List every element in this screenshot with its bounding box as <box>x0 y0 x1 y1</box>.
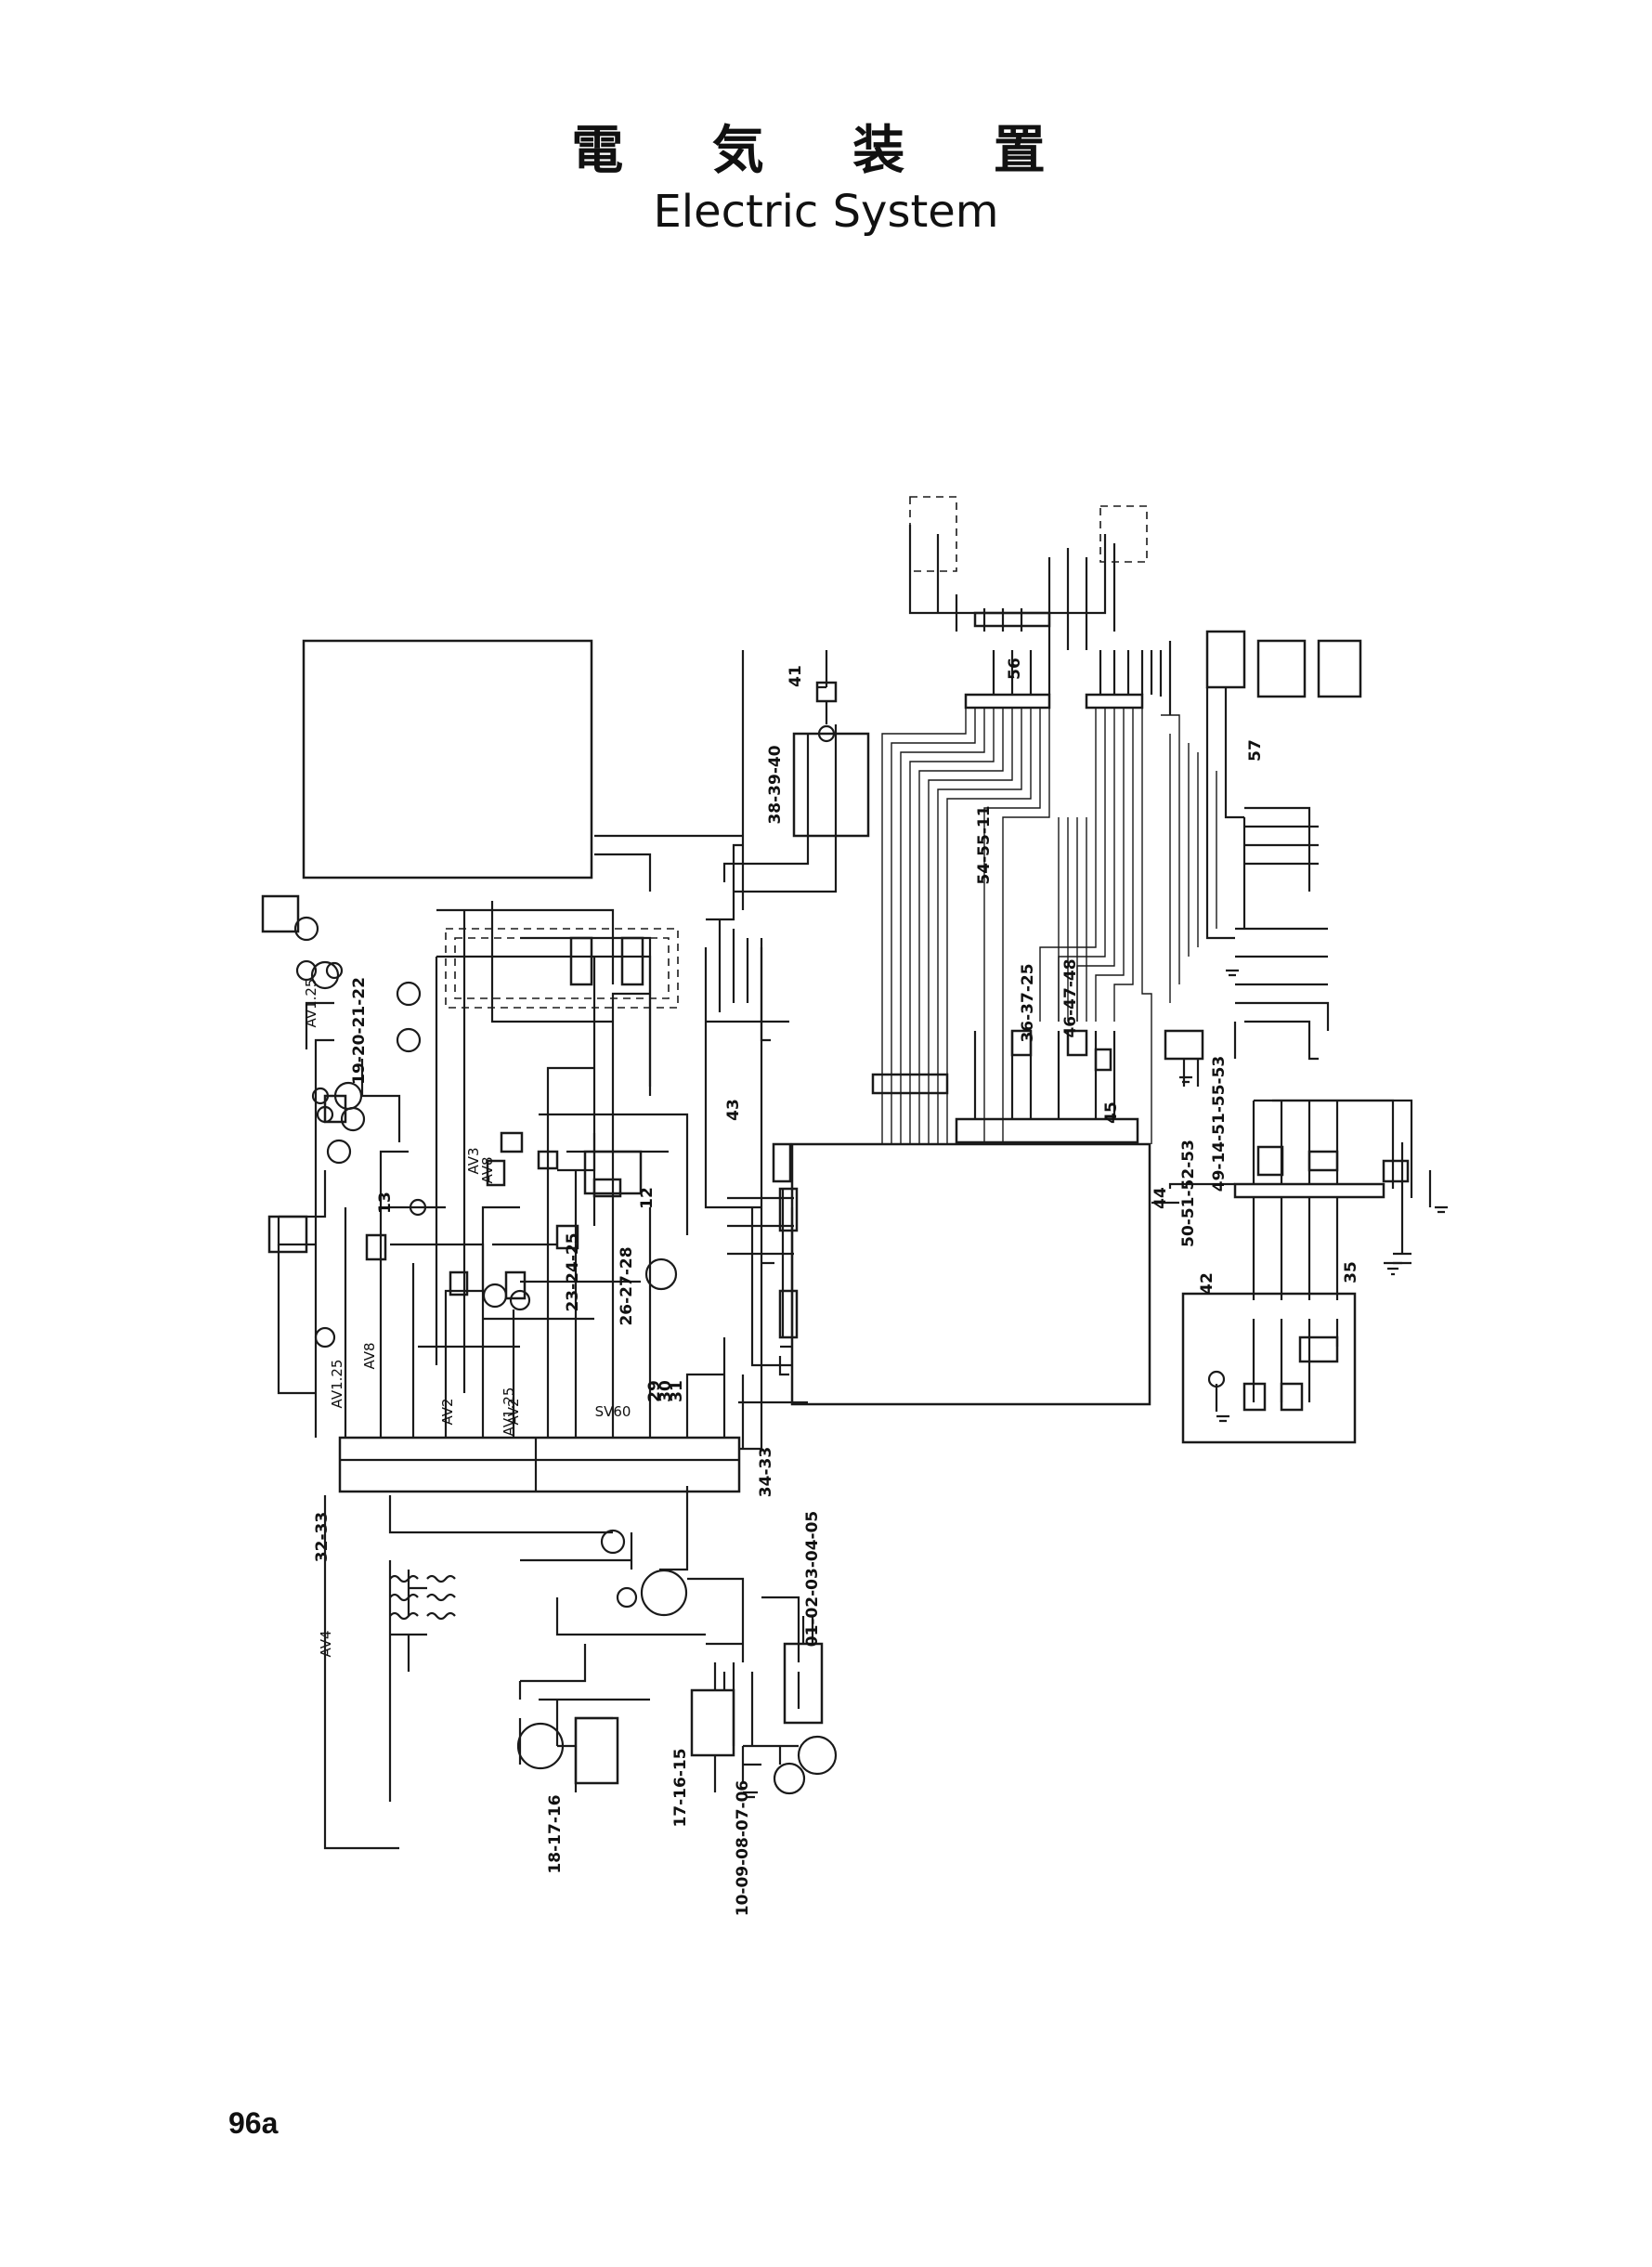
av4-feed-wire <box>323 1495 399 1850</box>
ref-30: 30 <box>657 1380 675 1402</box>
page-title-japanese: 電 気 装 置 <box>571 121 1081 181</box>
ref-29: 29 <box>645 1380 664 1402</box>
ref-56: 56 <box>1006 658 1024 680</box>
page-title-english: Electric System <box>653 186 999 238</box>
left-bus-wires <box>314 901 763 1451</box>
ref-41: 41 <box>787 665 805 687</box>
wire-label: AV8 <box>479 1156 496 1183</box>
wire-label: AV2 <box>439 1398 456 1425</box>
ref-01-02-03-04-05: 01-02-03-04-05 <box>803 1511 822 1648</box>
wire-label: AV3 <box>465 1147 482 1174</box>
ref-10-09-08-07-06: 10-09-08-07-06 <box>734 1780 752 1917</box>
connector-45 <box>955 1117 1139 1144</box>
reference-labels: 38-39-40 41 56 57 54-55-11 36-37-25 46-4… <box>313 658 1360 1916</box>
coil-symbols <box>389 1574 456 1621</box>
wire-label: AV2 <box>505 1398 522 1425</box>
connector-38-39-40 <box>792 732 870 838</box>
right-center-bundle <box>881 708 1152 1144</box>
ref-26-27-28: 26-27-28 <box>618 1246 636 1325</box>
page-number: 96a <box>228 2106 279 2140</box>
wire-label: AV1.25 <box>303 979 319 1028</box>
main-harness <box>594 650 808 1449</box>
ref-44: 44 <box>1151 1187 1170 1209</box>
ref-32-33: 32-33 <box>313 1512 332 1562</box>
panel-box <box>302 639 593 879</box>
ground-symbols <box>743 969 1448 1799</box>
right-lower-box <box>1181 1292 1357 1444</box>
right-harness <box>1161 630 1362 1087</box>
wire-label: AV8 <box>361 1342 378 1369</box>
terminal-strip <box>338 1436 741 1493</box>
upper-right-harness <box>908 496 1172 715</box>
ref-46-47-48: 46-47-48 <box>1061 958 1080 1037</box>
ref-18-17-16: 18-17-16 <box>546 1794 565 1873</box>
ref-50-51-52-53: 50-51-52-53 <box>1179 1140 1198 1247</box>
ref-31: 31 <box>668 1380 686 1402</box>
ref-35: 35 <box>1342 1261 1360 1283</box>
wire-gauge-labels: AV1.25 AV8 AV2 AV1.25 AV3 SV60 AV8 AV4 A… <box>303 979 631 1658</box>
ref-54-55-11: 54-55-11 <box>975 805 994 884</box>
bottom-left-circuitry <box>388 1486 838 1802</box>
ref-12: 12 <box>638 1187 657 1209</box>
left-components <box>261 894 678 1348</box>
ref-19-20-21-22: 19-20-21-22 <box>350 977 369 1085</box>
ref-49-14-51-55-53: 49-14-51-55-53 <box>1210 1056 1229 1192</box>
ref-34-33: 34-33 <box>757 1447 775 1497</box>
right-middle-section <box>1151 1099 1413 1300</box>
ref-45: 45 <box>1102 1101 1121 1124</box>
ref-42: 42 <box>1198 1272 1216 1295</box>
main-relay-box <box>790 1142 1151 1406</box>
ref-13: 13 <box>376 1192 395 1214</box>
ref-57: 57 <box>1246 739 1265 762</box>
ref-17-16-15: 17-16-15 <box>671 1748 690 1827</box>
connector-row-left <box>871 1073 949 1095</box>
ref-38-39-40: 38-39-40 <box>766 745 785 824</box>
wire-label: SV60 <box>595 1403 631 1420</box>
ref-23-24-25: 23-24-25 <box>564 1232 582 1311</box>
wire-label: AV1.25 <box>329 1360 345 1409</box>
wire-label: AV1.25 <box>501 1388 517 1437</box>
right-lower-internals <box>1207 1319 1339 1412</box>
ref-43: 43 <box>724 1099 743 1121</box>
ref-36-37-25: 36-37-25 <box>1019 963 1037 1042</box>
